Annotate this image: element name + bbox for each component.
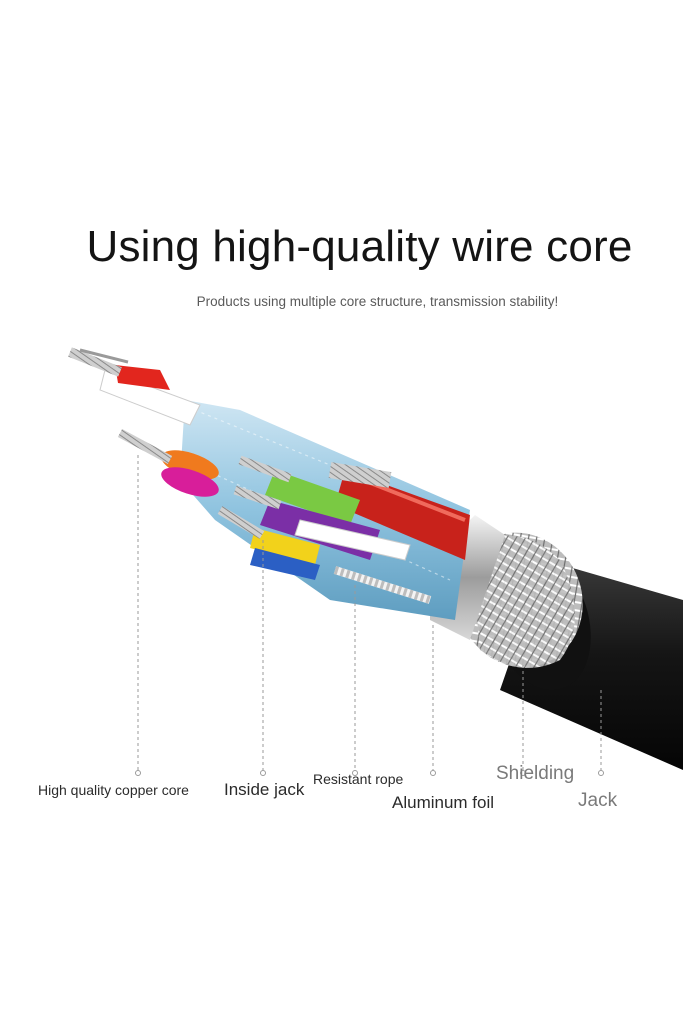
dot-inside-jack [260, 770, 266, 776]
dot-jack [598, 770, 604, 776]
label-shielding: Shielding [496, 763, 575, 784]
label-jack: Jack [578, 790, 618, 811]
red-wire [328, 462, 470, 560]
label-resistant-rope: Resistant rope [313, 771, 404, 787]
dot-shielding [520, 770, 526, 776]
callout-dots [135, 770, 604, 776]
page-title: Using high-quality wire core [86, 222, 633, 271]
dot-copper-core [135, 770, 141, 776]
callout-leaders [137, 455, 602, 770]
label-aluminum-foil: Aluminum foil [392, 793, 495, 812]
page-subtitle: Products using multiple core structure, … [196, 294, 559, 309]
orange-magenta-pair [117, 429, 219, 497]
green-purple-wires [233, 455, 411, 561]
label-inside-jack: Inside jack [224, 780, 305, 799]
resistant-rope-strand [333, 566, 432, 604]
dot-resistant-rope [352, 770, 358, 776]
top-wire-pair [68, 347, 201, 426]
dot-aluminum-foil [430, 770, 436, 776]
yellow-blue-pair [217, 506, 320, 580]
label-copper-core: High quality copper core [38, 782, 189, 798]
